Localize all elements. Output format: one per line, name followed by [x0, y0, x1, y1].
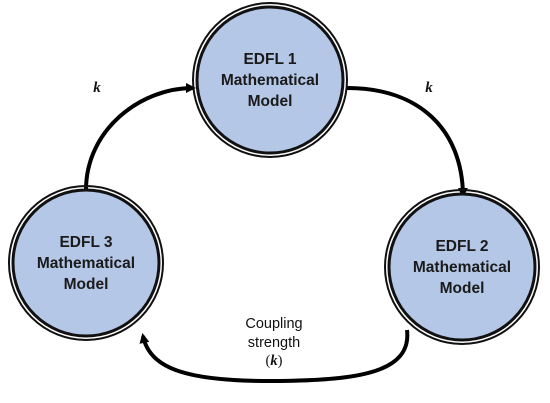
caption-k-symbol: k — [270, 353, 278, 369]
edge-label-right-k: k — [425, 80, 433, 96]
node-edfl-2-title: EDFL 2 — [435, 238, 488, 255]
node-edfl-1-line2: Mathematical — [221, 72, 319, 89]
node-edfl-2-circle — [387, 192, 537, 342]
node-edfl-3-line2: Mathematical — [37, 255, 135, 272]
node-edfl-3-outer-ring — [8, 185, 164, 341]
node-edfl-1-outer-ring — [192, 2, 348, 158]
arrow-edfl3-to-edfl1 — [84, 83, 196, 191]
arrow-edfl1-to-edfl2 — [346, 86, 468, 198]
node-edfl-3-circle — [11, 188, 161, 338]
node-edfl-2-outer-ring — [384, 189, 540, 345]
caption-line-strength: strength — [248, 335, 300, 351]
node-edfl-1-line3: Model — [248, 93, 293, 110]
edge-label-left-k: k — [93, 80, 101, 96]
node-edfl-1: EDFL 1 Mathematical Model — [192, 2, 348, 158]
node-edfl-2: EDFL 2 Mathematical Model — [384, 189, 540, 345]
node-edfl-3-line3: Model — [64, 276, 109, 293]
node-edfl-3: EDFL 3 Mathematical Model — [8, 185, 164, 341]
caption-k-close-paren: ) — [278, 353, 283, 369]
caption-line-coupling: Coupling — [245, 316, 302, 332]
arrow-edfl2-to-edfl3 — [139, 329, 410, 384]
coupling-strength-caption: Coupling strength (k) — [245, 316, 302, 369]
node-edfl-1-circle — [195, 5, 345, 155]
node-edfl-2-line2: Mathematical — [413, 259, 511, 276]
node-edfl-1-title: EDFL 1 — [243, 51, 296, 68]
caption-line-k: (k) — [266, 353, 283, 369]
node-edfl-2-line3: Model — [440, 280, 485, 297]
caption-k-open-paren: ( — [266, 353, 271, 369]
node-edfl-3-title: EDFL 3 — [59, 234, 112, 251]
